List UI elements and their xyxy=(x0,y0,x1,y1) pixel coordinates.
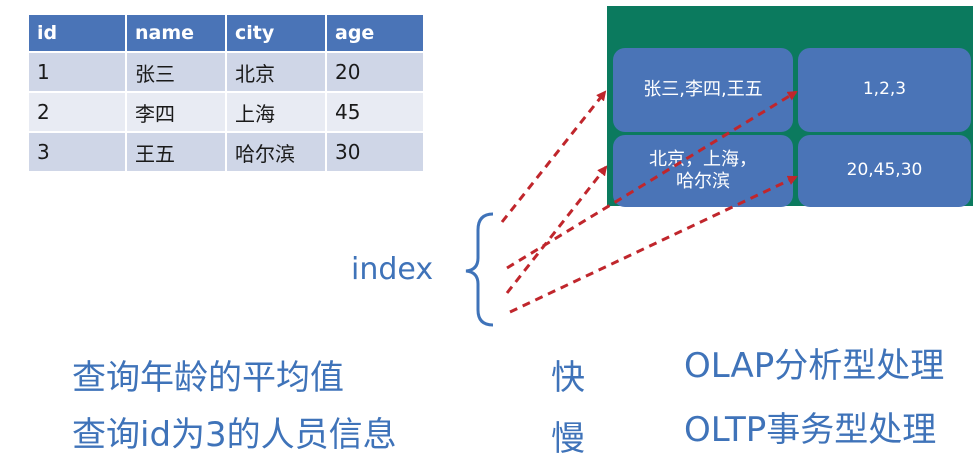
cities-line-2: 哈尔滨 xyxy=(676,171,730,192)
ids-column-cell: 1,2,3 xyxy=(798,48,971,132)
table-row: 3 王五 哈尔滨 30 xyxy=(29,133,423,171)
row-store-table: id name city age 1 张三 北京 20 2 李四 上海 45 3… xyxy=(27,13,425,173)
cell-name: 张三 xyxy=(127,53,225,91)
cell-name: 李四 xyxy=(127,93,225,131)
cell-age: 20 xyxy=(327,53,423,91)
cell-id: 2 xyxy=(29,93,125,131)
index-label: index xyxy=(351,252,434,287)
arrow-to-cities xyxy=(505,165,608,294)
cities-column-cell: 北京，上海， 哈尔滨 xyxy=(613,135,793,207)
table-row: 1 张三 北京 20 xyxy=(29,53,423,91)
header-name: name xyxy=(127,15,225,51)
cell-age: 30 xyxy=(327,133,423,171)
query-person-by-id: 查询id为3的人员信息 xyxy=(72,415,397,455)
header-city: city xyxy=(227,15,325,51)
query-average-age: 查询年龄的平均值 xyxy=(72,358,344,398)
cell-city: 哈尔滨 xyxy=(227,133,325,171)
speed-fast: 快 xyxy=(551,358,585,398)
oltp-processing: OLTP事务型处理 xyxy=(684,410,937,450)
ages-column-cell: 20,45,30 xyxy=(798,135,971,207)
cell-city: 北京 xyxy=(227,53,325,91)
cell-name: 王五 xyxy=(127,133,225,171)
header-age: age xyxy=(327,15,423,51)
column-store-panel: 张三,李四,王五 1,2,3 北京，上海， 哈尔滨 20,45,30 xyxy=(607,6,973,207)
cell-id: 3 xyxy=(29,133,125,171)
speed-slow: 慢 xyxy=(551,419,585,459)
cell-age: 45 xyxy=(327,93,423,131)
names-column-cell: 张三,李四,王五 xyxy=(613,48,793,132)
cell-id: 1 xyxy=(29,53,125,91)
cell-city: 上海 xyxy=(227,93,325,131)
table-row: 2 李四 上海 45 xyxy=(29,93,423,131)
table-header-row: id name city age xyxy=(29,15,423,51)
olap-processing: OLAP分析型处理 xyxy=(684,346,945,386)
arrow-to-names xyxy=(500,90,607,223)
index-brace xyxy=(465,212,494,327)
header-id: id xyxy=(29,15,125,51)
cities-line-1: 北京，上海， xyxy=(649,148,757,170)
